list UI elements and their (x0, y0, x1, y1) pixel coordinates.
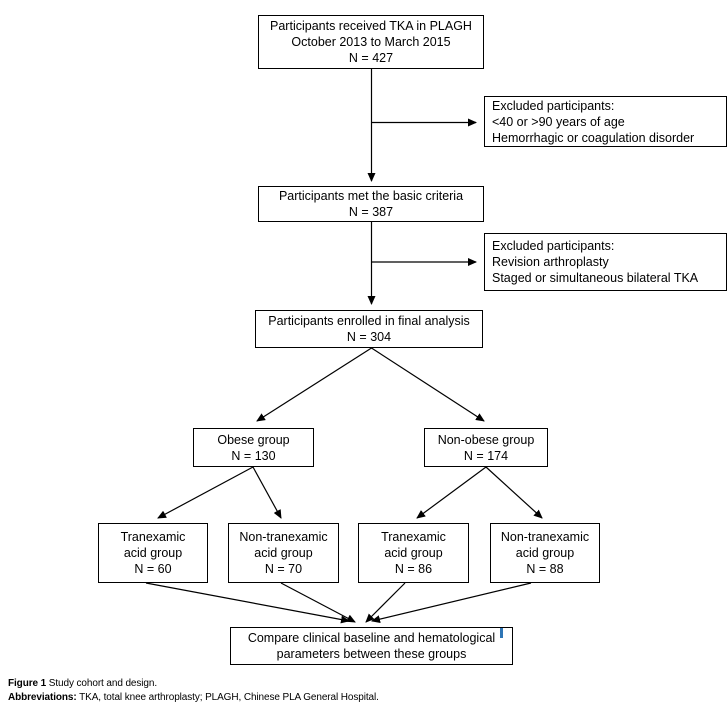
flow-box-nontxa-obese: Non-tranexamic acid group N = 70 (228, 523, 339, 583)
flow-box-final-analysis: Participants enrolled in final analysis … (255, 310, 483, 348)
arrow-obese-to-txa (157, 466, 254, 519)
arrow-nonobese-to-nontxa (485, 466, 543, 519)
arrow-nonobese-to-txa (416, 466, 487, 519)
abbreviations-text: TKA, total knee arthroplasty; PLAGH, Chi… (76, 692, 379, 703)
caption-abbreviations-line: Abbreviations: TKA, total knee arthropla… (8, 691, 379, 705)
flow-box-nonobese-group: Non-obese group N = 174 (424, 428, 548, 467)
caption-title-line: Figure 1 Study cohort and design. (8, 677, 379, 691)
flow-box-txa-nonobese: Tranexamic acid group N = 86 (358, 523, 469, 583)
flow-box-tka-participants: Participants received TKA in PLAGH Octob… (258, 15, 484, 69)
stray-blue-mark (500, 628, 503, 638)
flow-box-basic-criteria: Participants met the basic criteria N = … (258, 186, 484, 222)
flow-box-nontxa-nonobese: Non-tranexamic acid group N = 88 (490, 523, 600, 583)
arrow-g2-to-compare (280, 582, 356, 623)
arrow-g1-to-compare (145, 582, 350, 624)
flow-box-excluded-revision-bilateral: Excluded participants: Revision arthropl… (484, 233, 727, 291)
figure-caption: Figure 1 Study cohort and design. Abbrev… (8, 677, 379, 705)
arrow-final-to-obese (256, 347, 372, 422)
arrow-final-to-nonobese (371, 347, 485, 422)
flow-box-compare-parameters: Compare clinical baseline and hematologi… (230, 627, 513, 665)
flow-box-obese-group: Obese group N = 130 (193, 428, 314, 467)
figure-number-label: Figure 1 (8, 678, 47, 689)
flow-box-txa-obese: Tranexamic acid group N = 60 (98, 523, 208, 583)
figure-title-text: Study cohort and design. (46, 678, 158, 689)
arrow-obese-to-nontxa (252, 466, 282, 519)
arrow-g4-to-compare (371, 582, 532, 624)
abbreviations-label: Abbreviations: (8, 692, 77, 703)
flow-box-excluded-age-disorder: Excluded participants: <40 or >90 years … (484, 96, 727, 147)
arrow-g3-to-compare (365, 582, 406, 623)
